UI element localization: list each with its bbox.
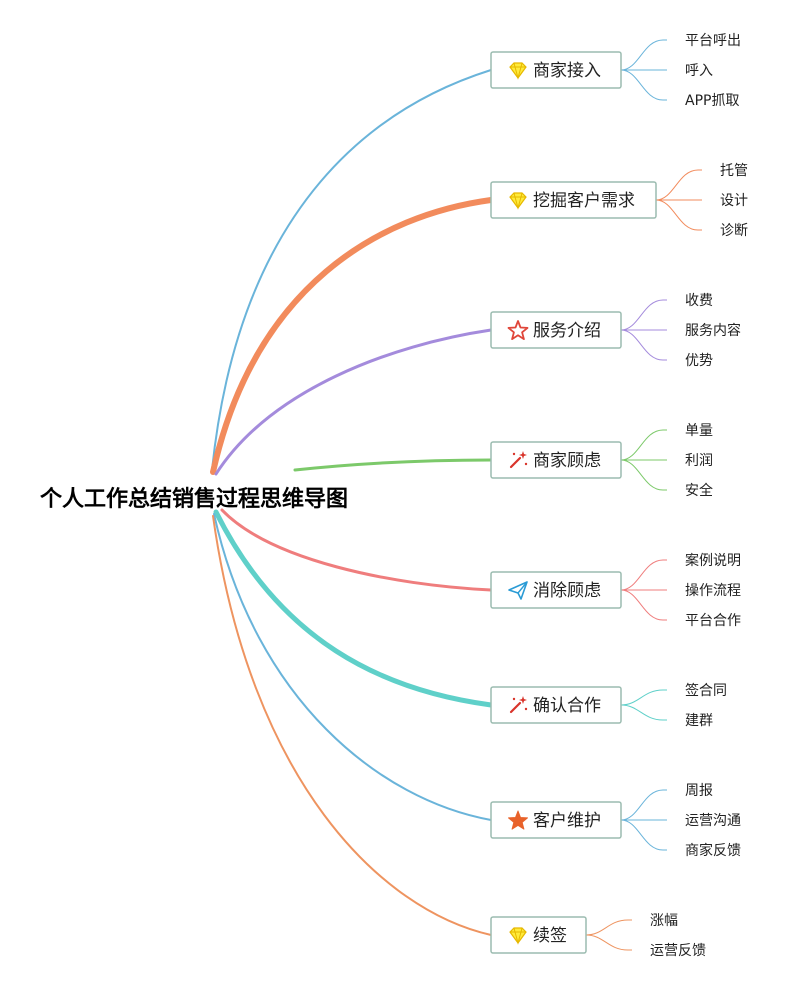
branch-node[interactable]: 商家顾虑 [490,441,622,479]
magic-wand-icon [509,696,528,714]
leaf-connector [585,934,632,951]
diamond-icon [509,62,527,80]
branch-node-box [490,571,622,609]
branch-node[interactable]: 服务介绍 [490,311,622,349]
branch-node-label: 客户维护 [533,811,601,831]
leaf-connector [620,589,667,621]
branch-node[interactable]: 客户维护 [490,801,622,839]
branch-node-label: 商家接入 [533,61,601,81]
leaf-topic[interactable]: 签合同 [685,682,727,699]
diamond-icon [509,192,527,210]
leaf-topic[interactable]: 安全 [685,482,713,499]
branch-node-label: 商家顾虑 [533,451,601,471]
magic-wand-icon [509,451,528,469]
branch-node[interactable]: 消除顾虑 [490,571,622,609]
branch-node[interactable]: 挖掘客户需求 [490,181,657,219]
leaf-topic[interactable]: 单量 [685,423,713,439]
leaf-topic[interactable]: 平台合作 [685,613,741,629]
branch-node-box [490,51,622,89]
root-topic[interactable]: 个人工作总结销售过程思维导图 [40,486,348,512]
branch-connector [212,515,492,936]
branch-node-label: 挖掘客户需求 [533,191,635,211]
branch-node-box [490,441,622,479]
leaf-topic[interactable]: 诊断 [720,223,748,239]
leaf-topic[interactable]: 服务内容 [685,322,741,339]
branch-connector [210,197,494,475]
leaf-topic[interactable]: 商家反馈 [685,842,741,859]
leaf-topic[interactable]: 涨幅 [650,913,678,929]
leaf-topic[interactable]: 平台呼出 [685,33,741,49]
leaf-connector [585,919,632,936]
leaf-topic[interactable]: 利润 [685,453,713,469]
leaf-topic[interactable]: 运营沟通 [685,813,741,829]
leaf-connector [620,429,667,461]
leaf-topic[interactable]: 托管 [720,163,748,179]
branch-connector [213,509,494,708]
branch-node[interactable]: 确认合作 [490,686,622,724]
branch-node-label: 服务介绍 [533,321,601,341]
leaf-connector [620,329,667,361]
leaf-connector [620,819,667,851]
star-outline-icon [507,320,529,341]
branch-connector [214,328,493,476]
branch-node-label: 续签 [533,926,567,946]
leaf-connector [620,704,667,721]
leaf-connectors [585,39,702,951]
branch-connector [220,508,493,592]
leaf-topic[interactable]: 设计 [720,193,748,209]
branch-connector [293,458,493,472]
leaf-topic[interactable]: 收费 [685,293,713,309]
branch-connector [211,69,492,471]
leaf-connector [620,39,667,71]
leaf-topic[interactable]: 运营反馈 [650,943,706,959]
branch-connectors [210,69,494,936]
star-filled-icon [508,810,528,830]
leaf-connector [620,789,667,821]
leaf-connector [655,199,702,231]
leaf-topic[interactable]: 优势 [685,353,713,369]
diamond-icon [509,927,527,945]
leaf-topic[interactable]: 案例说明 [685,552,741,569]
leaf-connector [655,169,702,201]
branch-node-box [490,181,657,219]
leaf-connector [620,559,667,591]
leaf-connector [620,69,667,101]
paper-plane-icon [508,581,528,600]
branch-node[interactable]: 商家接入 [490,51,622,89]
leaf-topic[interactable]: 呼入 [685,63,713,79]
leaf-topic[interactable]: 周报 [685,783,713,799]
leaf-connector [620,299,667,331]
leaf-topic[interactable]: 操作流程 [685,583,741,599]
branch-connector [213,513,492,821]
branch-node-label: 消除顾虑 [533,581,601,601]
branch-node-box [490,686,622,724]
leaf-connector [620,459,667,491]
leaf-connector [620,689,667,706]
branch-node-box [490,916,587,954]
branch-node[interactable]: 续签 [490,916,587,954]
branch-node-label: 确认合作 [533,696,601,716]
leaf-topic[interactable]: APP抓取 [685,93,739,109]
leaf-topic[interactable]: 建群 [685,713,713,729]
